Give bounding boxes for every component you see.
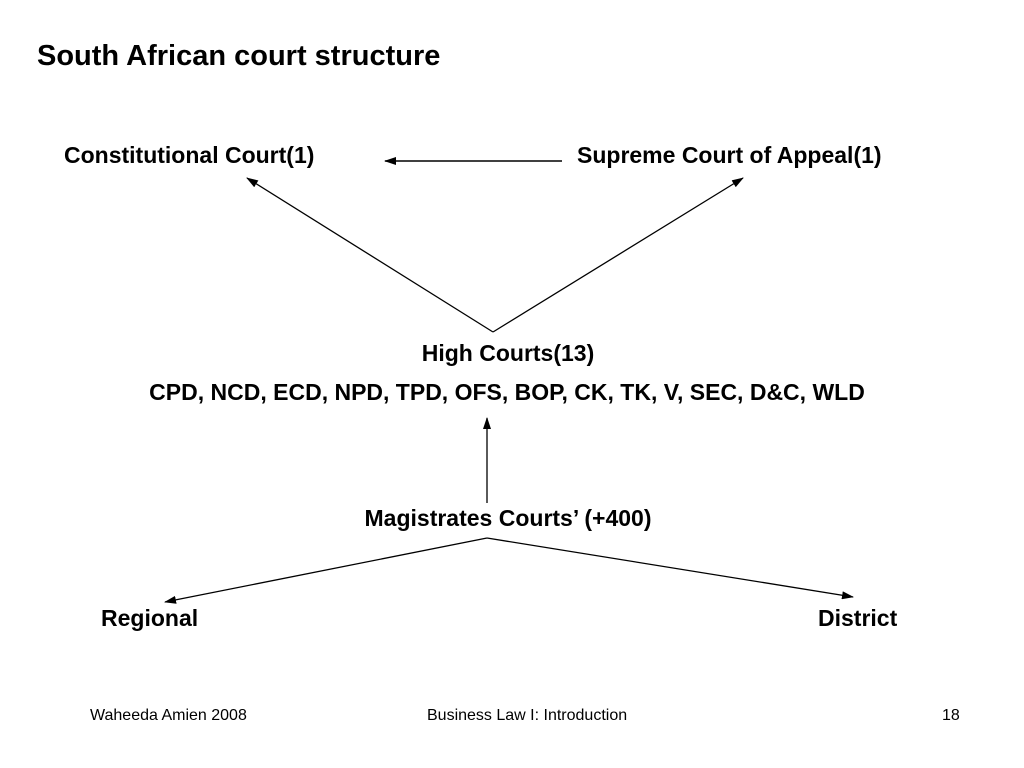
district-label: District <box>818 605 898 631</box>
regional-label: Regional <box>101 605 199 631</box>
arrow-magistrates-to-regional <box>164 537 488 604</box>
arrow-high-to-supreme <box>492 177 744 333</box>
slide-title: South African court structure <box>37 40 441 72</box>
high-courts-label: High Courts(13) <box>421 340 595 366</box>
footer-author: Waheeda Amien 2008 <box>90 707 247 724</box>
arrow-high-to-constitutional <box>246 177 494 333</box>
arrow-magistrates-to-district <box>486 537 854 600</box>
constitutional-court-label: Constitutional Court(1) <box>64 142 315 168</box>
supreme-court-of-appeal-label: Supreme Court of Appeal(1) <box>577 142 882 168</box>
magistrates-courts-label: Magistrates Courts’ (+400) <box>364 505 652 531</box>
footer-course: Business Law I: Introduction <box>427 707 628 724</box>
high-courts-list: CPD, NCD, ECD, NPD, TPD, OFS, BOP, CK, T… <box>149 379 865 405</box>
slide-page-number: 18 <box>942 707 960 724</box>
